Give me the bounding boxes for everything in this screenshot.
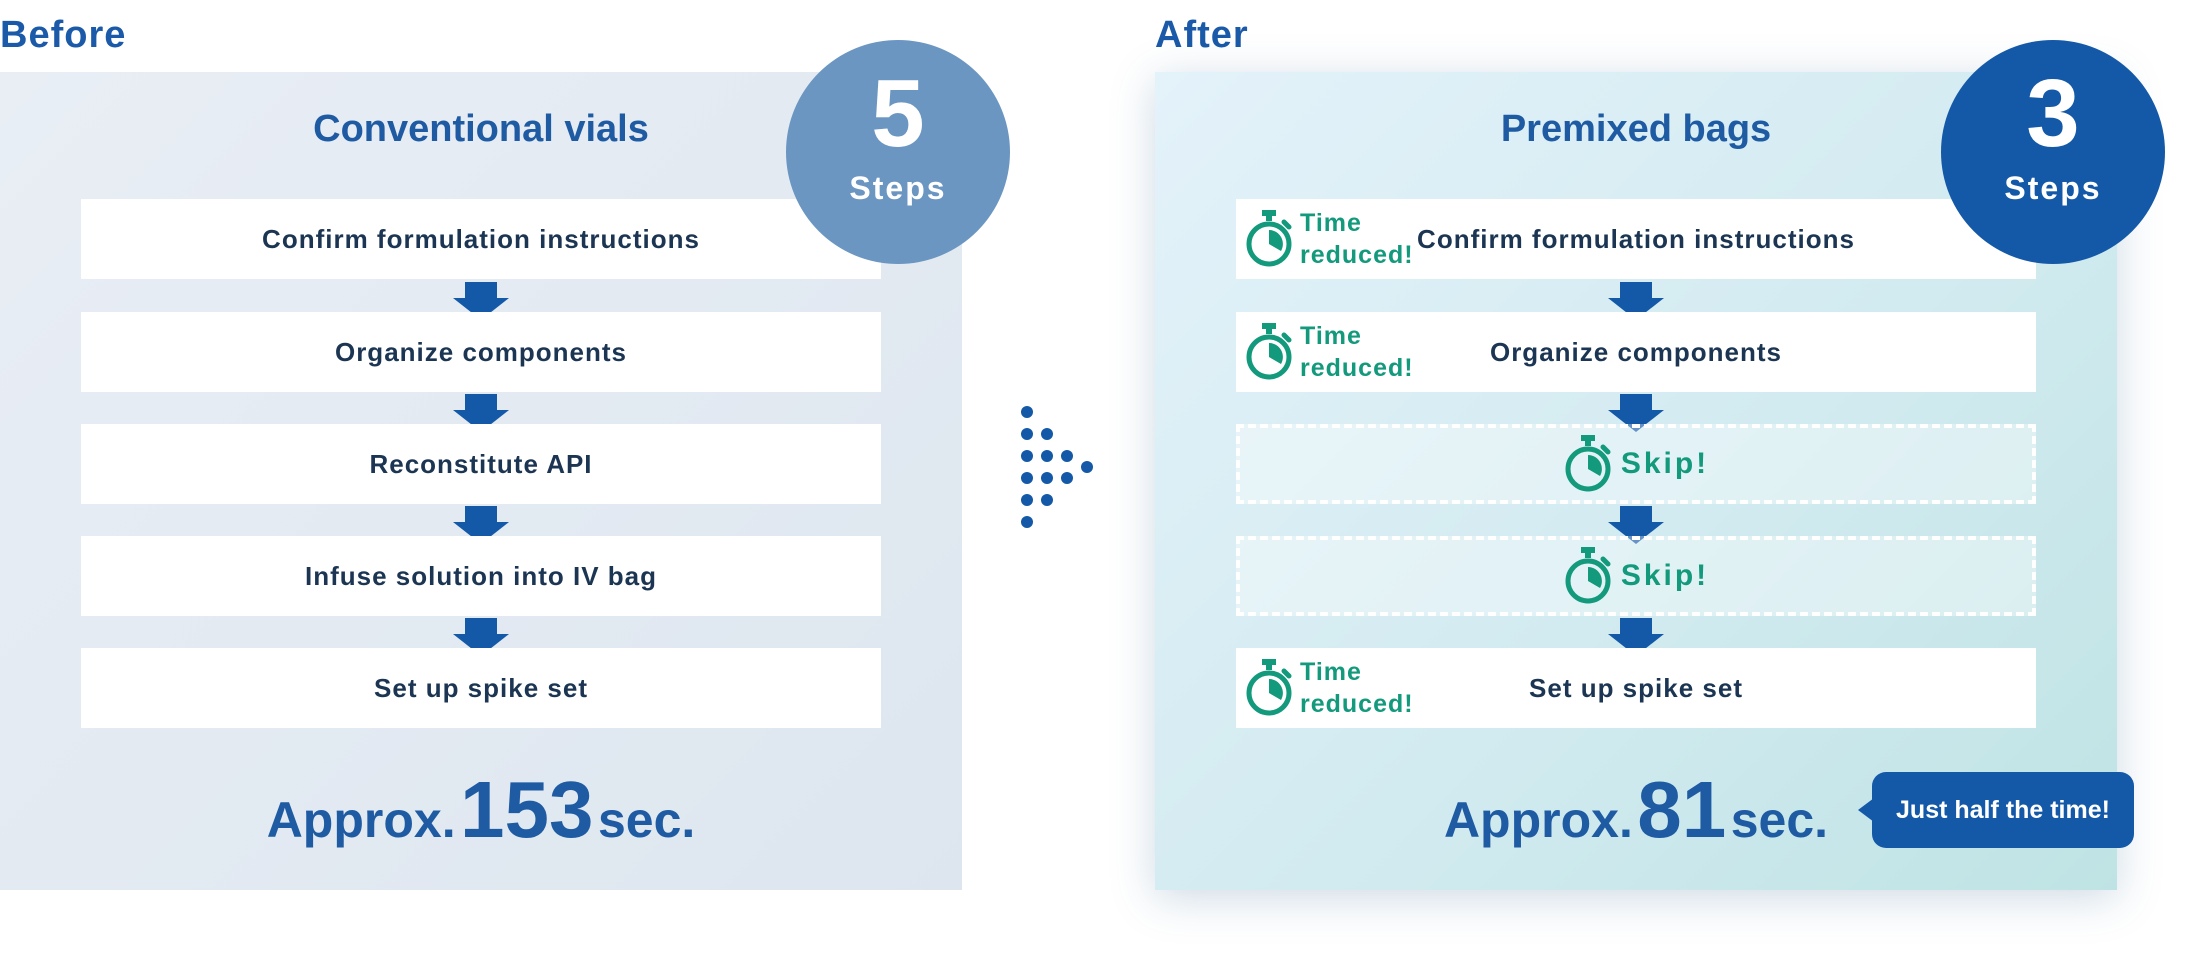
down-arrow-icon: [1608, 506, 1664, 544]
after-step-2: Time reduced! Organize components: [1236, 312, 2036, 392]
stopwatch-icon: [1565, 547, 1611, 604]
badge-label: Steps: [2004, 170, 2102, 206]
down-arrow-icon: [453, 282, 509, 320]
total-prefix: Approx.: [1443, 792, 1633, 848]
before-step-4: Infuse solution into IV bag: [81, 536, 881, 616]
step-label: Confirm formulation instructions: [262, 223, 700, 254]
down-arrow-icon: [1608, 282, 1664, 320]
after-step-3-skipped: Skip!: [1236, 424, 2036, 504]
after-step-5: Time reduced! Set up spike set: [1236, 648, 2036, 728]
tag-line2: reduced!: [1300, 690, 1414, 718]
skip-label: Skip!: [1620, 559, 1710, 592]
before-label: Before: [0, 14, 127, 56]
before-step-1: Confirm formulation instructions: [81, 199, 881, 279]
step-label: Set up spike set: [374, 672, 588, 703]
after-total: Approx. 81 sec.: [1155, 764, 2117, 856]
step-label: Reconstitute API: [369, 448, 593, 479]
step-label: Organize components: [334, 336, 628, 367]
step-label: Confirm formulation instructions: [1417, 223, 1855, 254]
before-title: Conventional vials: [313, 108, 649, 150]
total-value: 81: [1637, 765, 1727, 854]
step-label: Infuse solution into IV bag: [305, 560, 657, 591]
before-steps-badge: 5 Steps: [786, 40, 1010, 264]
down-arrow-icon: [1608, 618, 1664, 656]
badge-number: 3: [2026, 60, 2080, 167]
step-label: Organize components: [1489, 336, 1783, 367]
tag-line2: reduced!: [1300, 241, 1414, 269]
stopwatch-icon: [1565, 435, 1611, 492]
before-step-2: Organize components: [81, 312, 881, 392]
skip-label: Skip!: [1620, 447, 1710, 480]
time-reduced-tag: Time reduced!: [1244, 656, 1414, 720]
total-value: 153: [460, 765, 594, 854]
total-prefix: Approx.: [266, 792, 456, 848]
down-arrow-icon: [453, 506, 509, 544]
after-step-1: Time reduced! Confirm formulation instruc…: [1236, 199, 2036, 279]
total-unit: sec.: [1730, 792, 1829, 848]
tag-line2: reduced!: [1300, 354, 1414, 382]
after-title: Premixed bags: [1500, 108, 1772, 150]
before-total: Approx. 153 sec.: [0, 764, 962, 856]
total-unit: sec.: [597, 792, 696, 848]
tag-line1: Time: [1300, 322, 1362, 350]
stopwatch-icon: [1246, 210, 1292, 267]
dotted-right-arrow-icon: [1021, 406, 1093, 528]
step-label: Set up spike set: [1529, 672, 1743, 703]
badge-label: Steps: [849, 170, 947, 206]
after-step-4-skipped: Skip!: [1236, 536, 2036, 616]
tag-line1: Time: [1300, 658, 1362, 686]
after-label: After: [1155, 14, 1249, 56]
down-arrow-icon: [453, 394, 509, 432]
tag-line1: Time: [1300, 209, 1362, 237]
badge-number: 5: [871, 60, 925, 167]
half-time-callout: Just half the time!: [1872, 772, 2134, 848]
stopwatch-icon: [1246, 659, 1292, 716]
after-steps-badge: 3 Steps: [1941, 40, 2165, 264]
before-step-3: Reconstitute API: [81, 424, 881, 504]
down-arrow-icon: [453, 618, 509, 656]
stopwatch-icon: [1246, 323, 1292, 380]
callout-tail: [1858, 798, 1874, 822]
time-reduced-tag: Time reduced!: [1244, 207, 1414, 271]
before-step-5: Set up spike set: [81, 648, 881, 728]
time-reduced-tag: Time reduced!: [1244, 320, 1414, 384]
down-arrow-icon: [1608, 394, 1664, 432]
